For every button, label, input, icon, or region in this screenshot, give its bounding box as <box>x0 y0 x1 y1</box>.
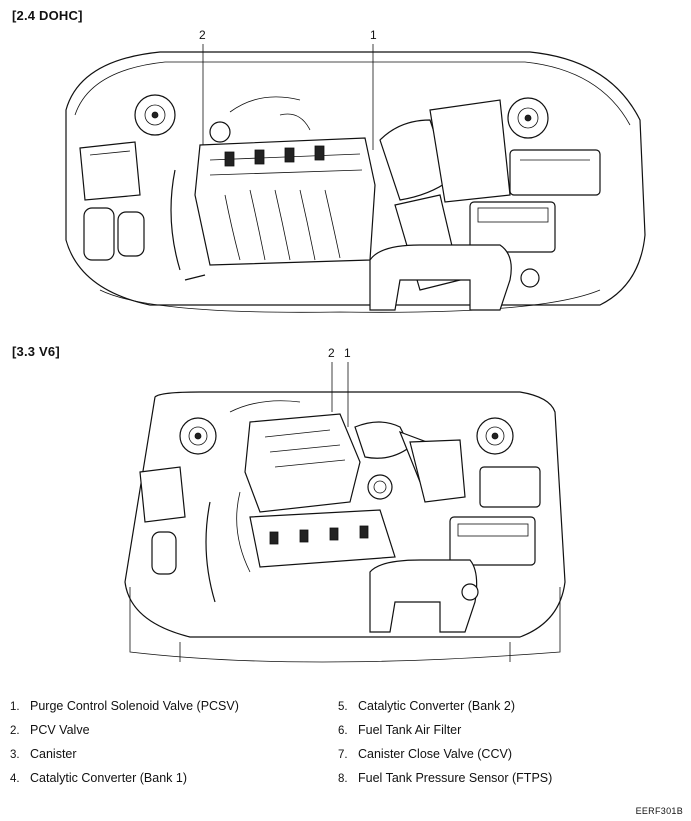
legend-item-label: PCV Valve <box>30 723 90 737</box>
legend-item-label: Fuel Tank Pressure Sensor (FTPS) <box>358 771 553 785</box>
legend-item-number: 5. <box>338 701 348 713</box>
callout-dohc-1: 1 <box>370 28 377 42</box>
engine-bay-diagram-v6 <box>124 362 566 663</box>
legend-item-number: 8. <box>338 773 348 785</box>
callout-v6-2: 2 <box>328 346 335 360</box>
section-title-dohc: [2.4 DOHC] <box>12 8 83 23</box>
legend-item-number: 1. <box>10 701 20 713</box>
legend-item-label: Catalytic Converter (Bank 1) <box>30 771 188 785</box>
callout-v6-1: 1 <box>344 346 351 360</box>
legend-column-right: 5. Catalytic Converter (Bank 2) 6. Fuel Ta… <box>338 694 552 790</box>
figure-code: EERF301B <box>635 806 683 816</box>
legend-item: 7. Canister Close Valve (CCV) <box>338 742 552 766</box>
legend-item-label: Fuel Tank Air Filter <box>358 723 462 737</box>
legend-item: 1. Purge Control Solenoid Valve (PCSV) <box>10 694 239 718</box>
legend-item-label: Canister <box>30 747 77 761</box>
legend-item: 4. Catalytic Converter (Bank 1) <box>10 766 239 790</box>
legend-item: 6. Fuel Tank Air Filter <box>338 718 552 742</box>
engine-bay-diagram-dohc <box>65 44 646 313</box>
legend-column-left: 1. Purge Control Solenoid Valve (PCSV) 2.… <box>10 694 239 790</box>
legend-item: 3. Canister <box>10 742 239 766</box>
section-title-v6: [3.3 V6] <box>12 344 60 359</box>
callout-dohc-2: 2 <box>199 28 206 42</box>
legend-item-number: 2. <box>10 725 20 737</box>
legend-item-number: 7. <box>338 749 348 761</box>
legend-item-number: 4. <box>10 773 20 785</box>
legend-item-number: 6. <box>338 725 348 737</box>
legend-item-label: Canister Close Valve (CCV) <box>358 747 512 761</box>
legend-item: 5. Catalytic Converter (Bank 2) <box>338 694 552 718</box>
legend-item-label: Purge Control Solenoid Valve (PCSV) <box>30 699 239 713</box>
legend-item: 8. Fuel Tank Pressure Sensor (FTPS) <box>338 766 552 790</box>
legend-item: 2. PCV Valve <box>10 718 239 742</box>
legend-item-number: 3. <box>10 749 20 761</box>
legend-item-label: Catalytic Converter (Bank 2) <box>358 699 516 713</box>
